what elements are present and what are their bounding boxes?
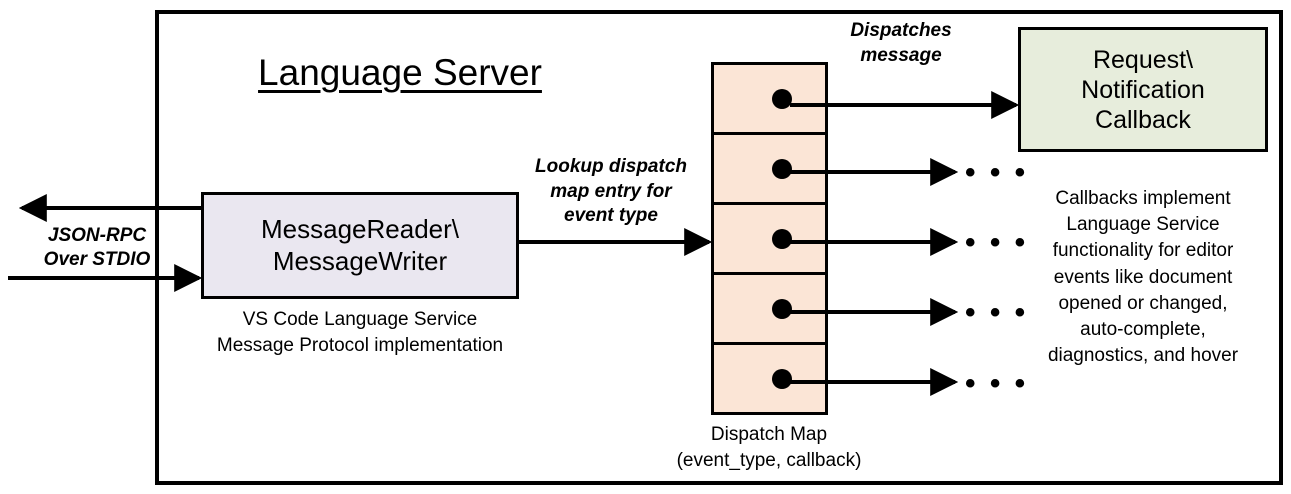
- ellipsis-row-5: • • •: [965, 367, 1029, 400]
- json-rpc-label: JSON-RPC Over STDIO: [43, 225, 151, 271]
- ellipsis-row-2: • • •: [965, 156, 1029, 189]
- table-row[interactable]: [714, 345, 825, 412]
- dispatches-message-label: Dispatches message: [850, 20, 952, 66]
- table-row[interactable]: [714, 65, 825, 135]
- dispatch-map-caption: Dispatch Map (event_type, callback): [676, 424, 862, 471]
- lookup-dispatch-label: Lookup dispatch map entry for event type: [535, 156, 687, 227]
- message-reader-writer-title: MessageReader\ MessageWriter: [261, 213, 459, 276]
- dispatch-entry-dot-icon: [772, 368, 792, 389]
- ellipsis-row-4: • • •: [965, 296, 1029, 329]
- table-row[interactable]: [714, 135, 825, 205]
- dispatch-map-table[interactable]: [711, 62, 828, 415]
- dispatch-entry-dot-icon: [772, 158, 792, 179]
- dispatch-entry-dot-icon: [772, 88, 792, 109]
- dispatch-entry-dot-icon: [772, 298, 792, 319]
- table-row[interactable]: [714, 275, 825, 345]
- language-server-boundary: [155, 10, 1283, 485]
- table-row[interactable]: [714, 205, 825, 275]
- ellipsis-row-3: • • •: [965, 226, 1029, 259]
- message-reader-writer-box[interactable]: MessageReader\ MessageWriter: [201, 192, 519, 299]
- request-notification-callback-box[interactable]: Request\ Notification Callback: [1018, 27, 1268, 152]
- callback-box-title: Request\ Notification Callback: [1081, 45, 1205, 134]
- dispatch-entry-dot-icon: [772, 228, 792, 249]
- message-reader-writer-caption: VS Code Language Service Message Protoco…: [216, 309, 504, 356]
- language-server-title: Language Server: [258, 52, 542, 93]
- callback-description: Callbacks implement Language Service fun…: [1047, 188, 1239, 367]
